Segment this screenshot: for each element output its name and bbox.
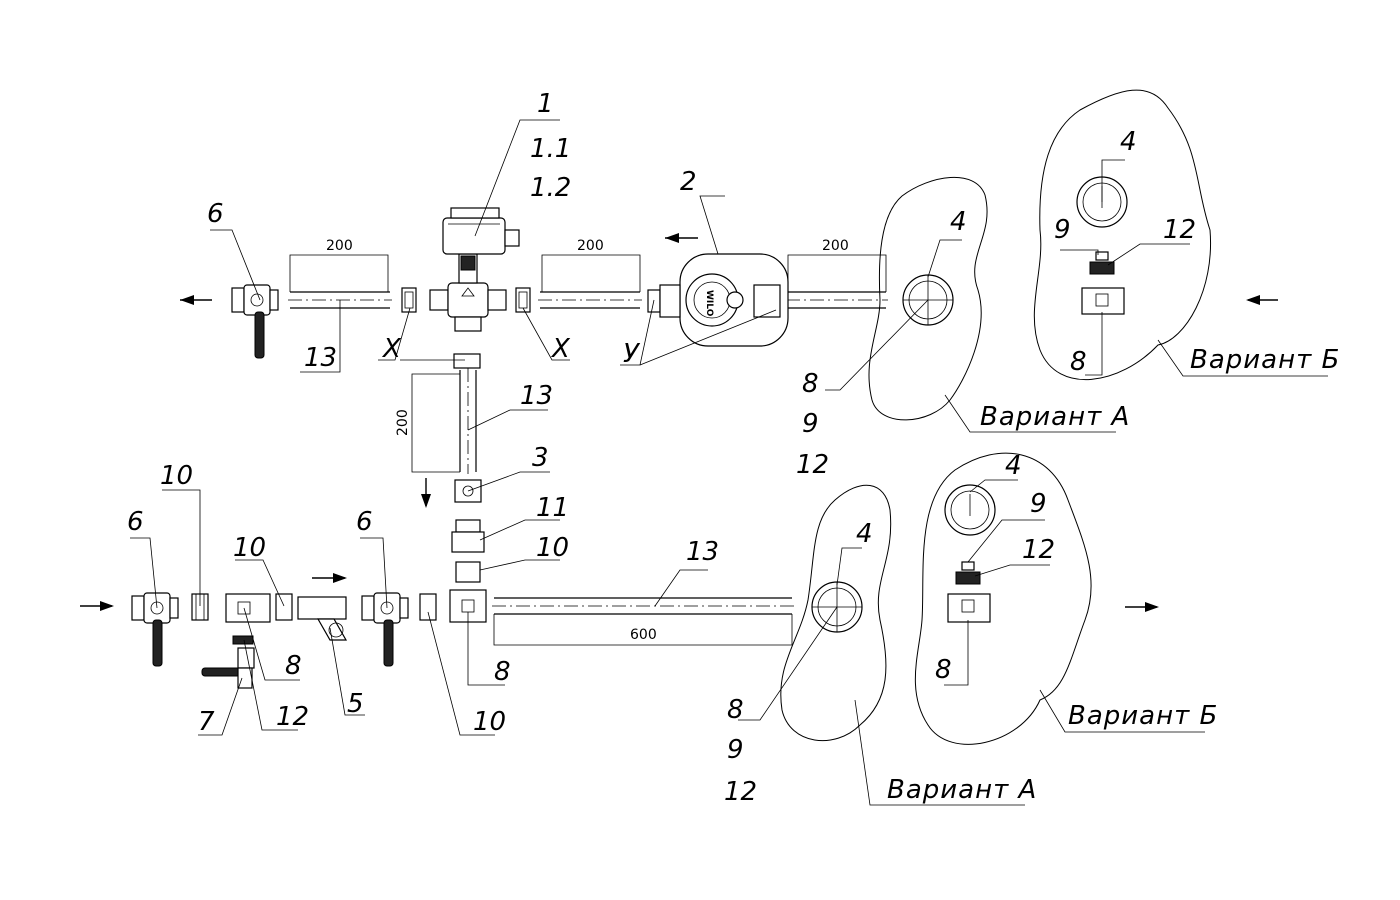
label-part-8-bottom: 8	[494, 657, 511, 687]
label-part-12-drain: 12	[276, 702, 309, 732]
label-part-10-mid: 10	[233, 533, 266, 563]
label-part-4-a-top: 4	[950, 207, 967, 237]
label-part-13-vertical: 13	[520, 381, 553, 411]
label-part-2: 2	[680, 167, 697, 197]
label-part-6-mid-text: 6	[356, 507, 373, 537]
variant-b-bottom-label: Вариант Б	[1068, 701, 1218, 731]
top-branch: WILO	[180, 207, 888, 508]
ball-valve-top	[231, 284, 279, 359]
label-part-8-left: 8	[285, 651, 302, 681]
leader-lines	[130, 119, 1328, 806]
label-part-6-top: 6	[207, 199, 224, 229]
dimension-bottom: 600	[630, 627, 657, 643]
variant-labels: Вариант А Вариант Б Вариант А Вариант Б	[887, 345, 1340, 805]
bottom-branch	[80, 295, 1278, 689]
variant-a-bottom-label: Вариант А	[887, 775, 1037, 805]
label-x-left: X	[381, 334, 402, 364]
label-part-10-right: 10	[536, 533, 569, 563]
label-part-12-b-bottom: 12	[1022, 535, 1055, 565]
label-part-5: 5	[347, 689, 364, 719]
label-part-12-a-top: 12	[796, 450, 829, 480]
label-part-7: 7	[198, 707, 215, 737]
label-part-4-a-bottom: 4	[856, 519, 873, 549]
pump-brand-text: WILO	[704, 290, 714, 317]
label-part-10-bottom: 10	[473, 707, 506, 737]
part-labels: 1 1.1 1.2 2 6 13 X X У 13 3 11 10 10 6 1…	[127, 89, 1196, 807]
three-way-valve	[429, 207, 520, 332]
dimension-top-right: 200	[822, 238, 849, 254]
label-part-13-top: 13	[304, 343, 337, 373]
label-part-9-b-top: 9	[1054, 215, 1071, 245]
label-part-4-b-top: 4	[1120, 127, 1137, 157]
label-part-1-2: 1.2	[530, 173, 571, 203]
label-part-9-a-bottom: 9	[727, 735, 744, 765]
label-part-12-a-bottom: 12	[724, 777, 757, 807]
label-part-9-a-top: 9	[802, 409, 819, 439]
variant-a-bottom	[780, 484, 892, 741]
label-part-4-b-bottom: 4	[1005, 451, 1022, 481]
dimension-labels: 200 200 200 200 600	[326, 238, 849, 643]
label-part-8-b-top: 8	[1070, 347, 1087, 377]
label-part-9-b-bottom: 9	[1030, 489, 1047, 519]
variant-b-bottom	[914, 452, 1092, 745]
circulation-pump: WILO	[647, 253, 789, 347]
variant-b-top-label: Вариант Б	[1190, 345, 1340, 375]
dimension-top-left: 200	[326, 238, 353, 254]
label-part-13-long: 13	[686, 537, 719, 567]
label-part-10-left: 10	[160, 461, 193, 491]
variant-a-top-label: Вариант А	[980, 402, 1130, 432]
label-u: У	[623, 339, 641, 369]
dimension-top-middle: 200	[577, 238, 604, 254]
label-part-11: 11	[536, 493, 569, 523]
label-part-1: 1	[537, 89, 554, 119]
label-part-6-left: 6	[127, 507, 144, 537]
label-part-8-b-bottom: 8	[935, 655, 952, 685]
label-part-8-a-top: 8	[802, 369, 819, 399]
dimension-vertical: 200	[395, 409, 411, 436]
label-part-12-b-top: 12	[1163, 215, 1196, 245]
label-x-right: X	[550, 334, 571, 364]
variant-a-top	[868, 176, 988, 421]
label-part-1-1: 1.1	[530, 134, 571, 164]
label-part-3: 3	[532, 443, 549, 473]
label-part-8-a-bottom: 8	[727, 695, 744, 725]
